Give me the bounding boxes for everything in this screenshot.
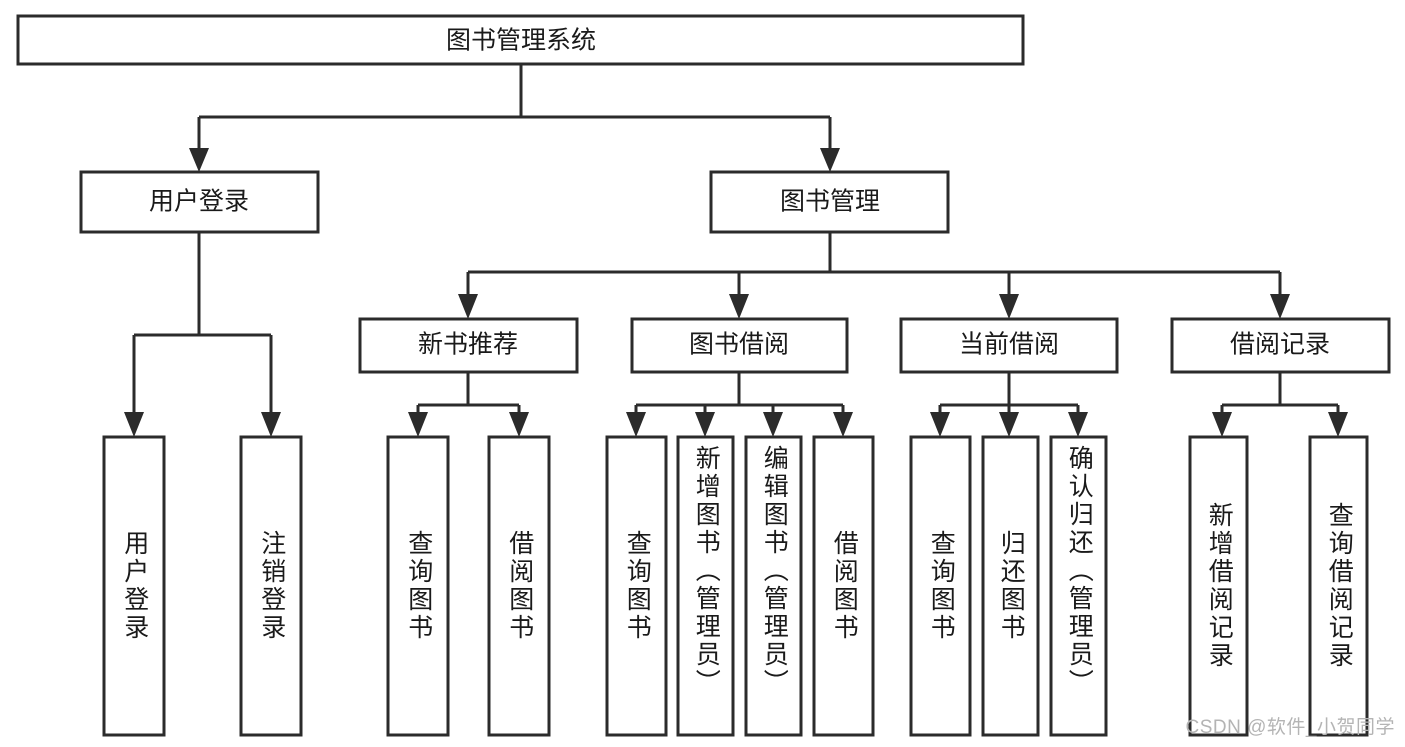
node-leaf-u2-box[interactable] [239,435,303,737]
node-new-book-label: 新书推荐 [418,331,518,359]
node-leaf-b2-box[interactable] [676,435,735,737]
node-book-borrow-label: 图书借阅 [689,331,789,359]
label-layer: 图书管理系统 用户登录 图书管理 新书推荐 图书借阅 当前借阅 借阅记录 [149,27,1330,359]
watermark-text: CSDN @软件_小贺同学 [1185,717,1395,738]
arrow-book-mgmt [820,148,840,172]
node-leaf-b4-box[interactable] [812,435,875,737]
node-new-book-box[interactable] [358,317,579,374]
node-root-label: 图书管理系统 [446,27,596,55]
arrow-leaf-n2 [509,412,529,437]
node-leaf-c3-box[interactable] [1049,435,1108,737]
node-leaf-r1-box[interactable] [1188,435,1249,737]
node-leaf-n1-box[interactable] [386,435,450,737]
node-leaf-r2-box[interactable] [1308,435,1369,737]
arrow-leaf-u1 [124,412,144,437]
arrow-borrow-record [1270,294,1290,319]
arrow-leaf-r2 [1328,412,1348,437]
node-leaf-b3-box[interactable] [744,435,803,737]
arrow-leaf-n1 [408,412,428,437]
node-book-mgmt-label: 图书管理 [780,188,880,216]
arrow-leaf-c2 [999,412,1019,437]
arrow-user-login [189,148,209,172]
arrow-book-borrow [729,294,749,319]
arrow-leaf-b3 [763,412,783,437]
node-book-borrow-box[interactable] [630,317,849,374]
node-user-login-label: 用户登录 [149,188,249,216]
arrow-leaf-b1 [626,412,646,437]
node-borrow-record-box[interactable] [1170,317,1391,374]
arrow-leaf-b4 [833,412,853,437]
node-root-box[interactable] [16,14,1025,66]
node-leaf-c2-box[interactable] [981,435,1040,737]
node-leaf-u1-box[interactable] [102,435,166,737]
node-leaf-c1-box[interactable] [909,435,972,737]
arrow-leaf-b2 [695,412,715,437]
node-current-borrow-box[interactable] [899,317,1119,374]
node-layer [16,14,1391,737]
node-borrow-record-label: 借阅记录 [1230,331,1330,359]
node-current-borrow-label: 当前借阅 [959,331,1059,359]
arrow-leaf-c1 [930,412,950,437]
node-leaf-b1-box[interactable] [605,435,668,737]
arrow-leaf-u2 [261,412,281,437]
node-book-mgmt-box[interactable] [709,170,950,234]
connector-layer [124,64,1348,437]
arrow-leaf-r1 [1212,412,1232,437]
arrow-leaf-c3 [1068,412,1088,437]
node-user-login-box[interactable] [79,170,320,234]
arrow-new-book [458,294,478,319]
node-leaf-n2-box[interactable] [487,435,551,737]
arrow-current-borrow [999,294,1019,319]
